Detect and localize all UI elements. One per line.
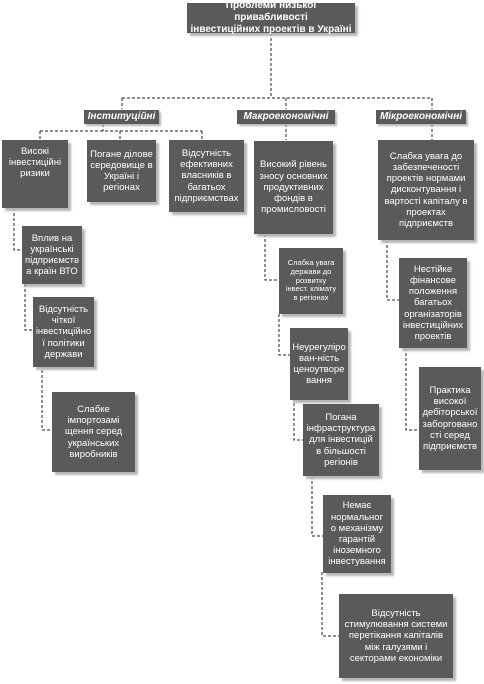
category-macroeconomic: Макроекономічні	[237, 110, 335, 124]
category-institutional: Інституційні	[84, 110, 159, 124]
box-poor-business-environment: Погане ділове середовище в Україні і рег…	[87, 140, 156, 202]
box-poor-infrastructure: Погана інфраструктура для інвестицій в б…	[303, 404, 379, 476]
box-no-investment-policy: Відсутність чіткої інвестиційно ї політи…	[33, 297, 94, 367]
diagram-title: Проблеми низької привабливості інвестиці…	[187, 0, 355, 35]
box-weak-import-substitution: Слабке імпортозамі щення серед українськ…	[52, 392, 135, 472]
box-no-capital-flow: Відсутність стимулювання системи перетік…	[339, 594, 453, 678]
box-unstable-finance: Нестійке фінансове положення багатьох ор…	[399, 258, 467, 348]
box-wto-influence: Вплив на українські підприємств а країн …	[22, 226, 82, 284]
box-no-guarantees: Немає нормальног о механізму гарантій ін…	[323, 495, 391, 573]
box-pricing-unregulated: Неурегуліро ван-ність ценоутворе вання	[290, 328, 348, 400]
box-no-effective-owners: Відсутність ефективних власників в багат…	[169, 140, 244, 212]
box-high-receivables: Практика високої дебіторської заборгован…	[419, 367, 481, 470]
box-high-asset-wear: Високий рівень зносу основних продуктивн…	[254, 141, 333, 234]
category-microeconomic: Мікроекономічні	[376, 110, 466, 124]
box-weak-state-attention: Слабка увага держави до розвитку інвест.…	[279, 248, 343, 314]
box-discounting-attention: Слабка увага до забезпеченості проектів …	[378, 140, 474, 240]
box-high-investment-risks: Високі інвестиційні ризики	[2, 140, 68, 208]
